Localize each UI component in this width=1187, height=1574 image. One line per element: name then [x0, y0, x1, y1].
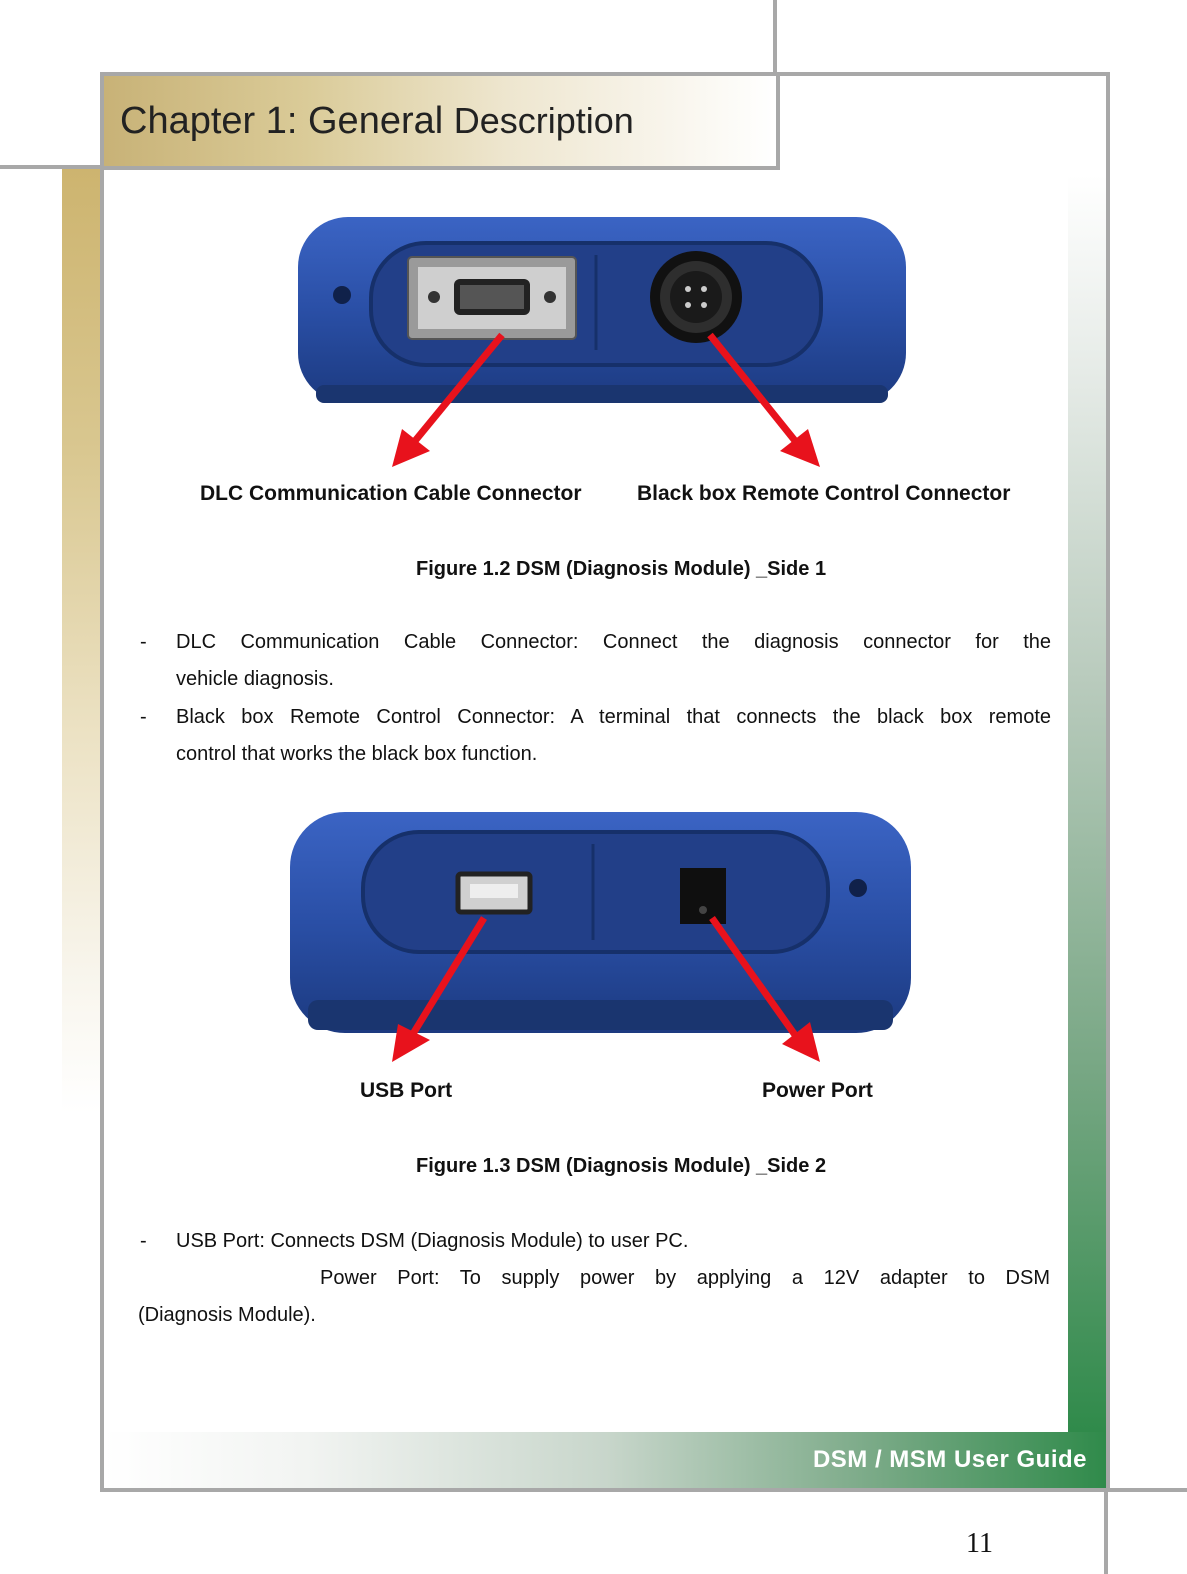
bullet-text-line: Black box Remote Control Connector: A te… [176, 706, 1051, 728]
page-number: 11 [966, 1528, 993, 1559]
chapter-title-main: Chapter 1: General [120, 100, 444, 142]
bullet-dash: - [140, 706, 147, 728]
arrow-left-head [392, 429, 430, 467]
arrow-left-head [392, 1024, 430, 1062]
dsm-side1-image [298, 217, 906, 403]
blackbox-connector-label: Black box Remote Control Connector [637, 482, 1011, 505]
frame-line-bottom [1104, 1488, 1108, 1574]
chapter-header: Chapter 1: General Description [104, 76, 780, 170]
figure1-caption: Figure 1.2 DSM (Diagnosis Module) _Side … [416, 558, 827, 580]
chapter-title: Chapter 1: General Description [120, 100, 634, 143]
bullet-dash: - [140, 1230, 147, 1252]
frame-line-top [773, 0, 777, 80]
list-item: Power Port: To supply power by applying … [320, 1260, 1050, 1297]
frame-line-right [1068, 1488, 1187, 1492]
bottom-green-band [104, 1432, 1108, 1488]
bullet-text-line: vehicle diagnosis. [176, 668, 334, 690]
bullet-text-line: (Diagnosis Module). [138, 1304, 316, 1326]
arrow-right-head [780, 429, 820, 467]
bullet-text-line: USB Port: Connects DSM (Diagnosis Module… [176, 1230, 689, 1252]
left-gold-strip [62, 168, 104, 1113]
bullet-text-line: control that works the black box functio… [176, 743, 538, 765]
chapter-title-rest: Description [453, 100, 634, 141]
arrow-right-head [782, 1022, 820, 1062]
right-green-strip [1068, 175, 1108, 1435]
figure2-arrows [392, 915, 820, 1062]
bullet-text-line: DLC Communication Cable Connector: Conne… [176, 631, 1051, 653]
dlc-connector-label: DLC Communication Cable Connector [200, 482, 582, 505]
figure1-arrows [392, 332, 820, 467]
bullet-dash: - [140, 631, 147, 653]
guide-title: DSM / MSM User Guide [812, 1446, 1087, 1473]
page-frame [100, 72, 1110, 1492]
frame-line-left [0, 165, 104, 169]
usb-port-label: USB Port [360, 1079, 453, 1102]
power-port-label: Power Port [762, 1079, 873, 1102]
bullet-text-line: Power Port: To supply power by applying … [320, 1267, 1050, 1289]
figure2-caption: Figure 1.3 DSM (Diagnosis Module) _Side … [416, 1155, 827, 1177]
